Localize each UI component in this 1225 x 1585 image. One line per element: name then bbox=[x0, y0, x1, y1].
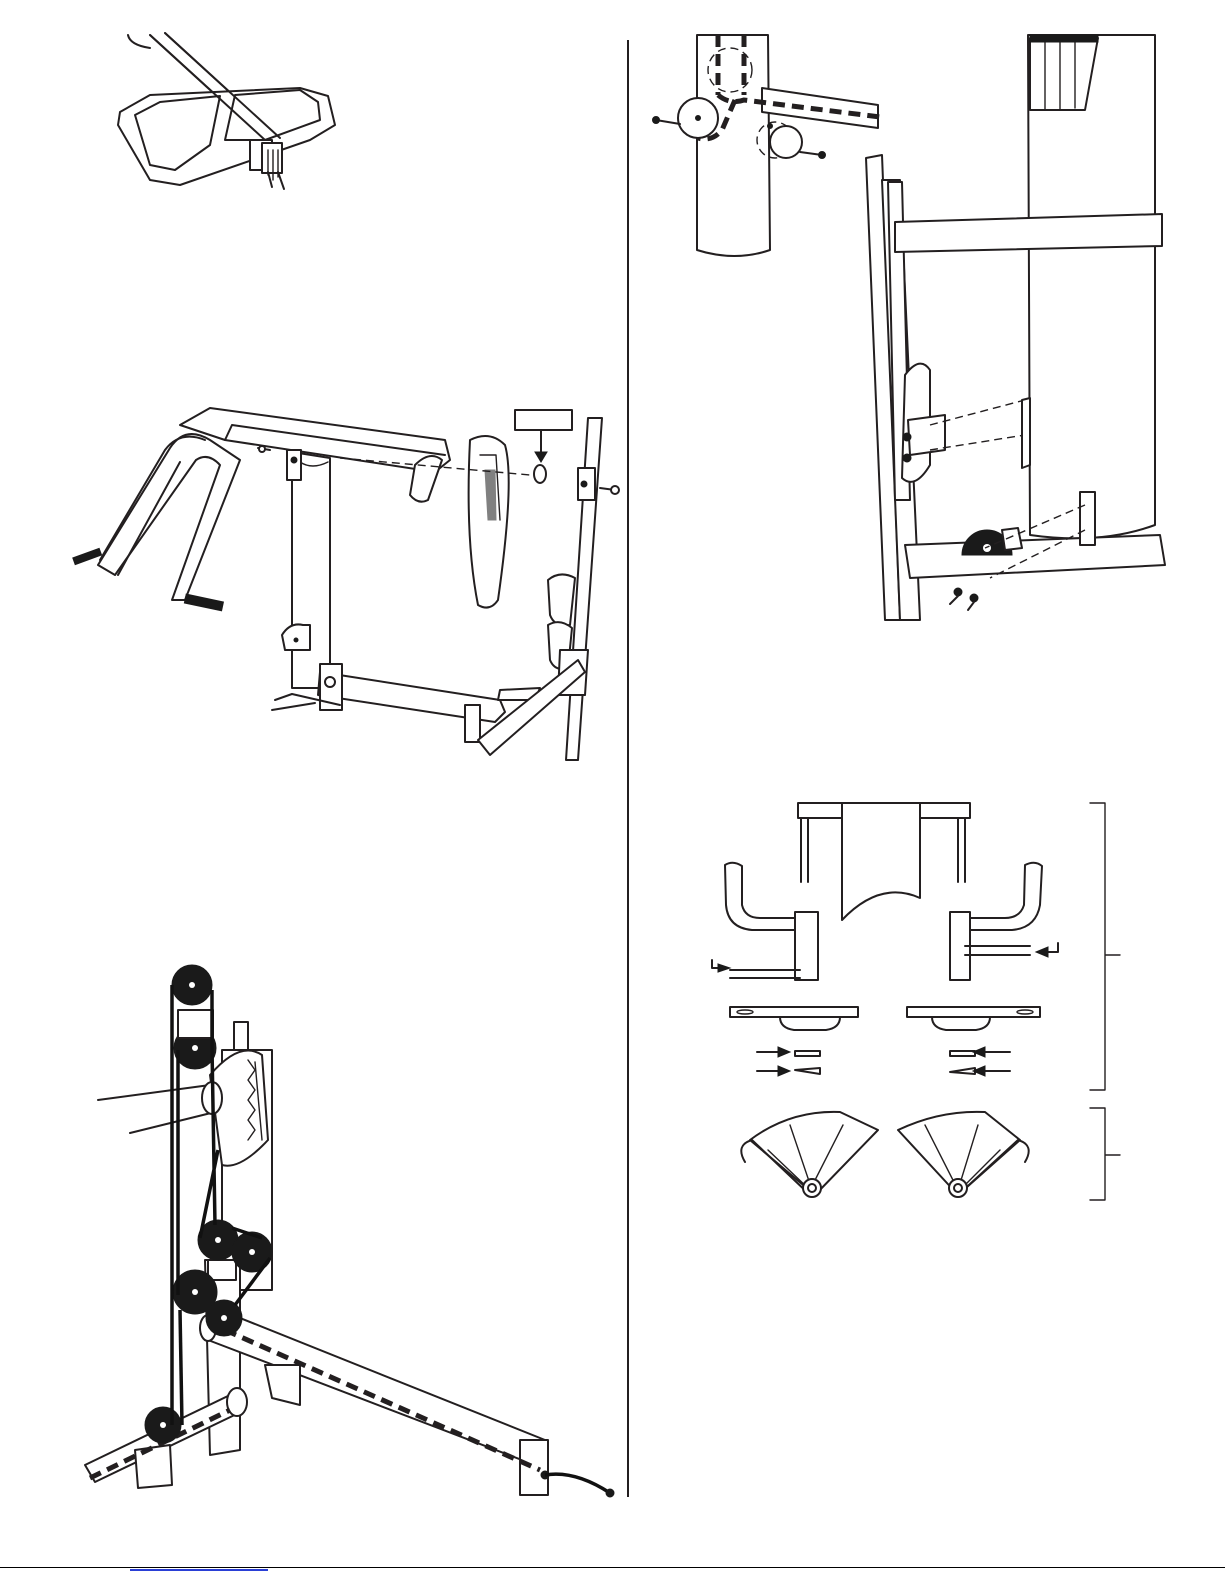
press-arm-figure bbox=[73, 408, 619, 760]
footer-rule bbox=[0, 1567, 1225, 1568]
parts-figure bbox=[712, 803, 1120, 1200]
handlebar-bracket-figure bbox=[118, 33, 335, 189]
leg-mount-figure bbox=[866, 35, 1165, 620]
callout-box bbox=[515, 410, 572, 430]
upright-routing-figure bbox=[653, 35, 881, 256]
footer-link[interactable] bbox=[130, 1569, 268, 1571]
cable-routing-figure bbox=[85, 965, 614, 1497]
